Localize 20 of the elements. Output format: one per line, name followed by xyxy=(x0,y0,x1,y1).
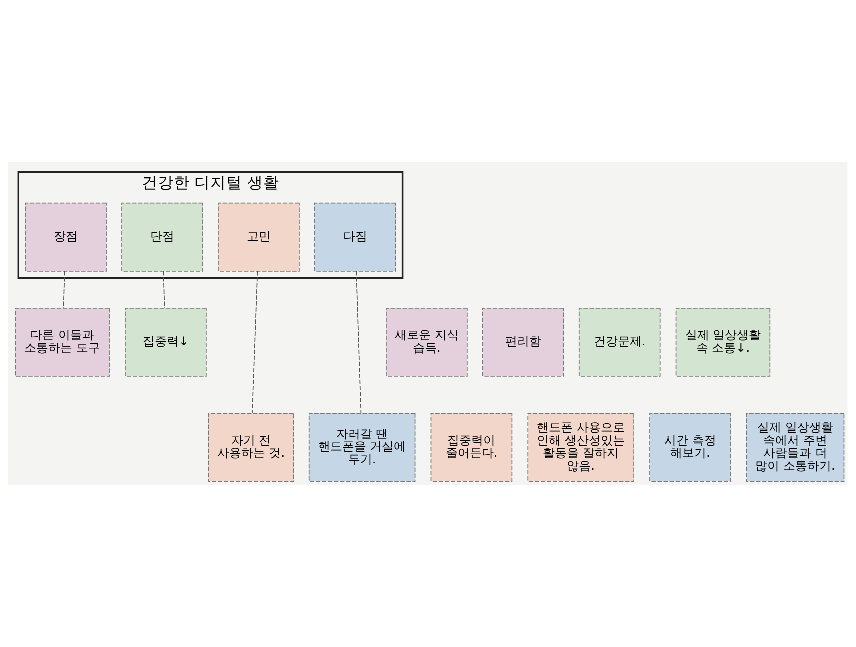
node-box: 다른 이들과 소통하는 도구 xyxy=(15,308,110,377)
node-box: 새로운 지식 습득. xyxy=(386,308,468,377)
connector xyxy=(163,271,166,309)
node-box: 자러갈 땐 핸드폰을 거실에 두기. xyxy=(308,413,416,482)
node-box: 시간 측정 해보기. xyxy=(650,413,732,482)
connector xyxy=(252,271,258,414)
node-box: 집중력↓ xyxy=(125,308,207,377)
node-box: 실제 일상생활 속 소통↓. xyxy=(676,308,771,377)
node-box: 다짐 xyxy=(314,202,396,272)
node-box: 실제 일상생활 속에서 주변 사람들과 더 많이 소통하기. xyxy=(746,413,845,482)
connector xyxy=(356,271,362,414)
connector xyxy=(63,271,66,309)
node-box: 단점 xyxy=(122,202,204,272)
node-box: 핸드폰 사용으로 인해 생산성있는 활동을 잘하지 않음. xyxy=(528,413,634,482)
node-box: 집중력이 줄어든다. xyxy=(430,413,513,482)
node-box: 고민 xyxy=(218,202,300,272)
node-box: 장점 xyxy=(25,202,107,272)
node-box: 편리함 xyxy=(482,308,564,377)
node-box: 자기 전 사용하는 것. xyxy=(208,413,294,482)
node-box: 건강문제. xyxy=(578,308,661,377)
